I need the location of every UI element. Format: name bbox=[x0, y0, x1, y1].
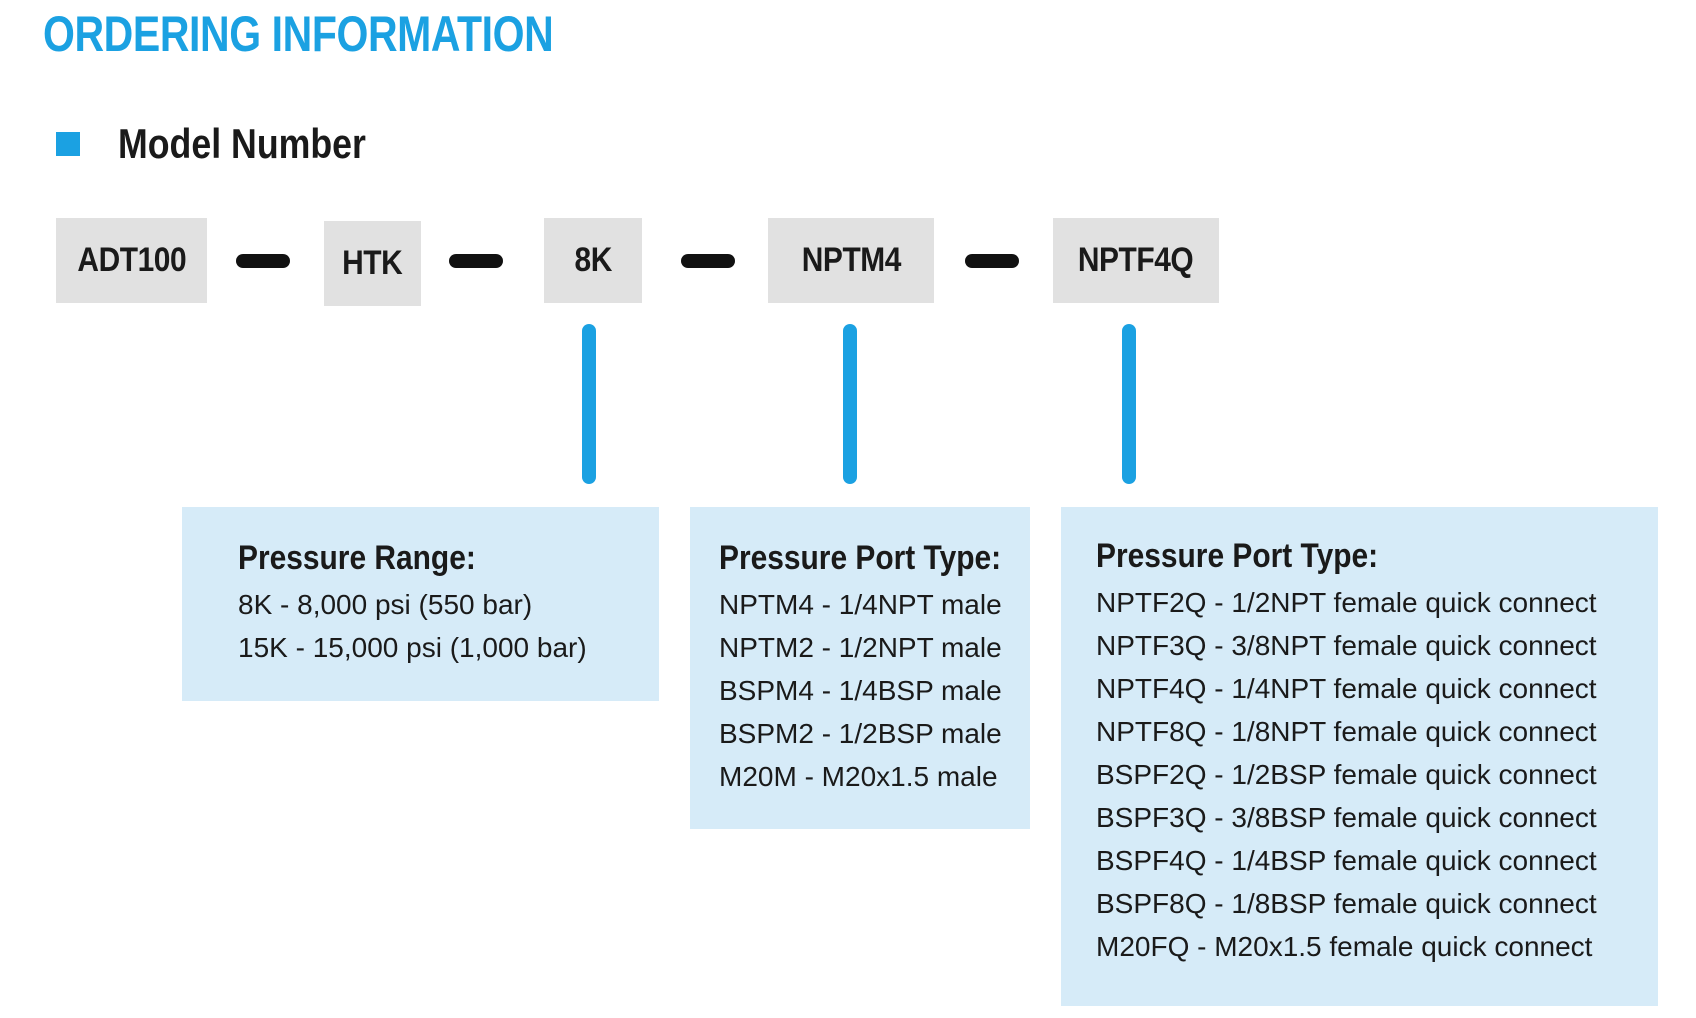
page-title: ORDERING INFORMATION bbox=[43, 6, 554, 62]
option-item: M20FQ - M20x1.5 female quick connect bbox=[1096, 931, 1593, 962]
option-item: BSPM2 - 1/2BSP male bbox=[719, 718, 1002, 749]
option-item: BSPM4 - 1/4BSP male bbox=[719, 675, 1002, 706]
code-segment-port-female: NPTF4Q bbox=[1053, 218, 1219, 303]
option-box-port-male: Pressure Port Type: NPTM4 - 1/4NPT male … bbox=[690, 507, 1030, 829]
option-item: BSPF2Q - 1/2BSP female quick connect bbox=[1096, 759, 1597, 790]
option-item: NPTM2 - 1/2NPT male bbox=[719, 632, 1002, 663]
option-title: Pressure Port Type: bbox=[1096, 537, 1379, 575]
option-item: 15K - 15,000 psi (1,000 bar) bbox=[238, 632, 587, 663]
option-item: BSPF3Q - 3/8BSP female quick connect bbox=[1096, 802, 1597, 833]
option-item: 8K - 8,000 psi (550 bar) bbox=[238, 589, 533, 620]
square-bullet-icon bbox=[56, 132, 80, 156]
option-title: Pressure Range: bbox=[238, 539, 476, 577]
connector-line bbox=[582, 324, 596, 484]
option-box-port-female: Pressure Port Type: NPTF2Q - 1/2NPT fema… bbox=[1061, 507, 1658, 1006]
option-item: BSPF8Q - 1/8BSP female quick connect bbox=[1096, 888, 1597, 919]
code-segment-port-male: NPTM4 bbox=[768, 218, 934, 303]
option-item: NPTF2Q - 1/2NPT female quick connect bbox=[1096, 587, 1597, 618]
option-item: NPTF4Q - 1/4NPT female quick connect bbox=[1096, 673, 1597, 704]
option-box-pressure-range: Pressure Range: 8K - 8,000 psi (550 bar)… bbox=[182, 507, 659, 701]
option-item: BSPF4Q - 1/4BSP female quick connect bbox=[1096, 845, 1597, 876]
separator-dash bbox=[681, 254, 735, 268]
connector-line bbox=[1122, 324, 1136, 484]
code-segment-option: HTK bbox=[324, 221, 421, 306]
section-header: Model Number bbox=[56, 114, 410, 174]
option-item: M20M - M20x1.5 male bbox=[719, 761, 998, 792]
code-segment-pressure-range: 8K bbox=[544, 218, 642, 303]
code-segment-model: ADT100 bbox=[56, 218, 207, 303]
separator-dash bbox=[449, 254, 503, 268]
separator-dash bbox=[965, 254, 1019, 268]
option-title: Pressure Port Type: bbox=[719, 539, 1002, 577]
section-title: Model Number bbox=[118, 120, 366, 167]
option-item: NPTF8Q - 1/8NPT female quick connect bbox=[1096, 716, 1597, 747]
option-item: NPTM4 - 1/4NPT male bbox=[719, 589, 1002, 620]
connector-line bbox=[843, 324, 857, 484]
option-item: NPTF3Q - 3/8NPT female quick connect bbox=[1096, 630, 1597, 661]
separator-dash bbox=[236, 254, 290, 268]
